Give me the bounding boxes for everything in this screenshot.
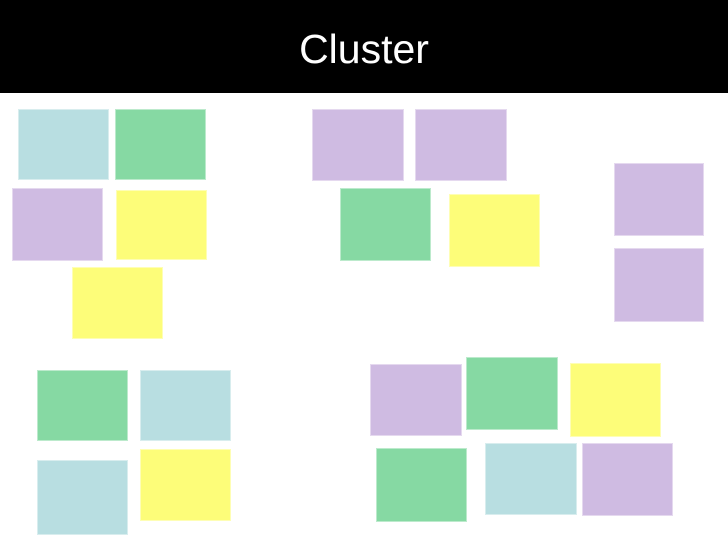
cluster-square-purple — [312, 109, 404, 181]
title-bar: Cluster — [0, 0, 728, 93]
cluster-square-purple — [415, 109, 507, 181]
cluster-square-yellow — [449, 194, 540, 267]
cluster-square-blue — [140, 370, 231, 441]
cluster-square-purple — [370, 364, 462, 436]
cluster-square-blue — [18, 109, 109, 180]
cluster-square-purple — [614, 163, 704, 236]
cluster-square-yellow — [72, 267, 163, 339]
cluster-square-green — [340, 188, 431, 261]
cluster-square-yellow — [116, 190, 207, 260]
cluster-square-yellow — [570, 363, 661, 437]
cluster-square-green — [466, 357, 558, 430]
cluster-square-green — [37, 370, 128, 441]
cluster-square-yellow — [140, 449, 231, 521]
cluster-square-blue — [485, 443, 577, 515]
cluster-square-green — [115, 109, 206, 180]
slide-title: Cluster — [299, 26, 429, 72]
cluster-square-purple — [12, 188, 103, 261]
cluster-square-green — [376, 448, 467, 522]
cluster-square-purple — [582, 443, 673, 516]
cluster-square-blue — [37, 460, 128, 535]
cluster-square-purple — [614, 248, 704, 322]
